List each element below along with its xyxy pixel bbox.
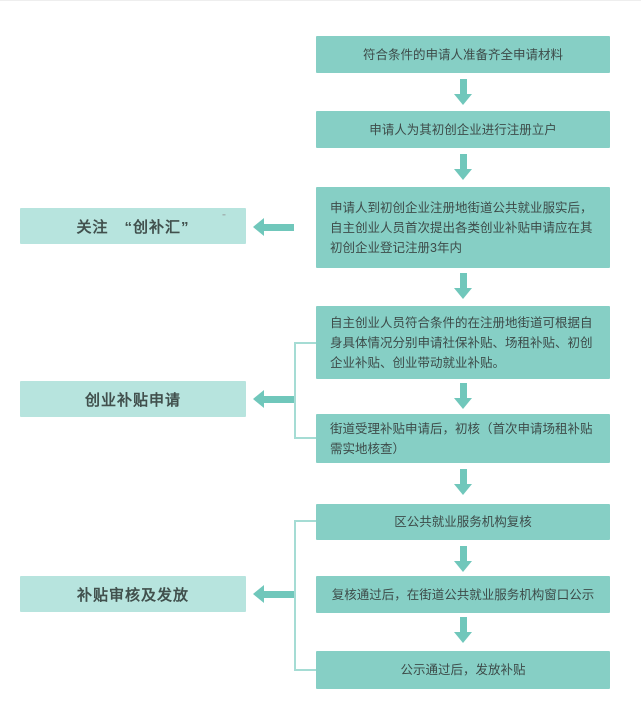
down-arrow-icon	[454, 546, 472, 572]
bracket-line	[294, 520, 296, 671]
down-arrow-icon	[454, 79, 472, 105]
flow-step-district-recheck: 区公共就业服务机构复核	[316, 504, 610, 540]
side-label-review-and-grant: 补贴审核及发放	[20, 576, 246, 612]
flow-step-prepare-materials: 符合条件的申请人准备齐全申请材料	[316, 36, 610, 73]
arrow-shaft	[459, 617, 467, 632]
arrow-shaft	[459, 383, 467, 398]
left-arrow-icon	[253, 585, 294, 603]
side-label-follow-chuangbuhui: 关注 “创补汇”	[20, 208, 246, 244]
arrow-head	[454, 632, 472, 643]
bracket-line	[294, 437, 316, 439]
arrow-shaft	[264, 395, 294, 403]
bracket-line	[294, 342, 296, 439]
arrow-head	[253, 390, 264, 408]
bracket-line	[294, 342, 316, 344]
arrow-head	[454, 169, 472, 180]
down-arrow-icon	[454, 154, 472, 180]
down-arrow-icon	[454, 617, 472, 643]
left-arrow-icon	[253, 218, 294, 236]
arrow-head	[454, 398, 472, 409]
arrow-shaft	[264, 223, 294, 231]
down-arrow-icon	[454, 273, 472, 299]
arrow-head	[454, 288, 472, 299]
flow-step-street-verification: 申请人到初创企业注册地街道公共就业服实后，自主创业人员首次提出各类创业补贴申请应…	[316, 187, 610, 268]
arrow-shaft	[459, 154, 467, 169]
flow-step-public-notice: 复核通过后，在街道公共就业服务机构窗口公示	[316, 576, 610, 613]
arrow-shaft	[459, 273, 467, 288]
arrow-shaft	[459, 79, 467, 94]
arrow-head	[253, 585, 264, 603]
flow-step-grant-subsidy: 公示通过后，发放补贴	[316, 651, 610, 689]
down-arrow-icon	[454, 469, 472, 495]
bracket-line	[294, 669, 316, 671]
stray-mark: -	[222, 207, 226, 221]
flow-step-initial-review: 街道受理补贴申请后，初核（首次申请场租补贴需实地核查）	[316, 414, 610, 463]
side-label-subsidy-application: 创业补贴申请	[20, 381, 246, 417]
arrow-shaft	[264, 590, 294, 598]
arrow-shaft	[459, 469, 467, 484]
flow-step-register-company: 申请人为其初创企业进行注册立户	[316, 111, 610, 148]
arrow-head	[454, 94, 472, 105]
arrow-head	[454, 484, 472, 495]
flow-step-apply-subsidies: 自主创业人员符合条件的在注册地街道可根据自身具体情况分别申请社保补贴、场租补贴、…	[316, 306, 610, 379]
arrow-shaft	[459, 546, 467, 561]
arrow-head	[454, 561, 472, 572]
down-arrow-icon	[454, 383, 472, 409]
arrow-head	[253, 218, 264, 236]
left-arrow-icon	[253, 390, 294, 408]
bracket-line	[294, 520, 316, 522]
